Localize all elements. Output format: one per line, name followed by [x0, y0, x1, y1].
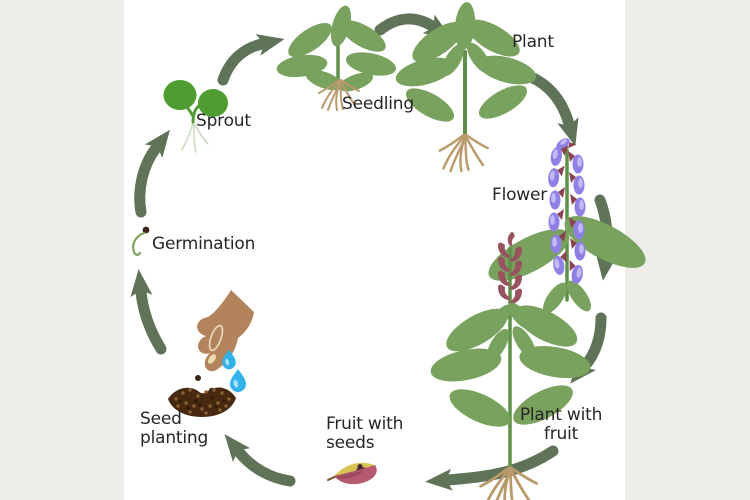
label-plant: Plant	[512, 32, 554, 52]
seed-planting-hand-icon	[168, 290, 254, 417]
seedling-icon	[275, 3, 399, 111]
label-sprout: Sprout	[196, 111, 251, 131]
germinating-seed-icon	[132, 226, 150, 256]
flowering-plant-icon	[481, 134, 653, 318]
arrow-seed-planting-to-germination	[130, 269, 167, 355]
arrow-fruit-with-seeds-to-seed-planting	[224, 434, 296, 487]
arrow-flower-to-plant-with-fruit-lower	[570, 312, 607, 384]
plant-with-fruit-icon	[427, 231, 594, 500]
label-fruit-with-seeds: Fruit with seeds	[326, 414, 404, 453]
sprout-icon	[163, 80, 228, 153]
label-seed-planting: Seed planting	[140, 409, 209, 448]
label-plant-with-fruit: Plant with fruit	[519, 405, 603, 444]
fruit-with-seeds-icon	[327, 462, 377, 485]
arrow-seedling-to-plant	[374, 13, 452, 39]
label-flower: Flower	[492, 185, 548, 205]
arrow-plant-to-flower	[525, 71, 579, 147]
label-germination: Germination	[152, 234, 256, 254]
plant-icon	[392, 1, 540, 173]
arrow-germination-to-sprout	[134, 129, 170, 218]
arrow-plant-with-fruit-to-fruit-with-seeds	[425, 445, 559, 491]
arrow-sprout-to-seedling	[217, 34, 285, 86]
water-drops-icon	[222, 349, 246, 392]
label-seedling: Seedling	[342, 94, 414, 114]
soil-mound-icon	[168, 387, 236, 417]
